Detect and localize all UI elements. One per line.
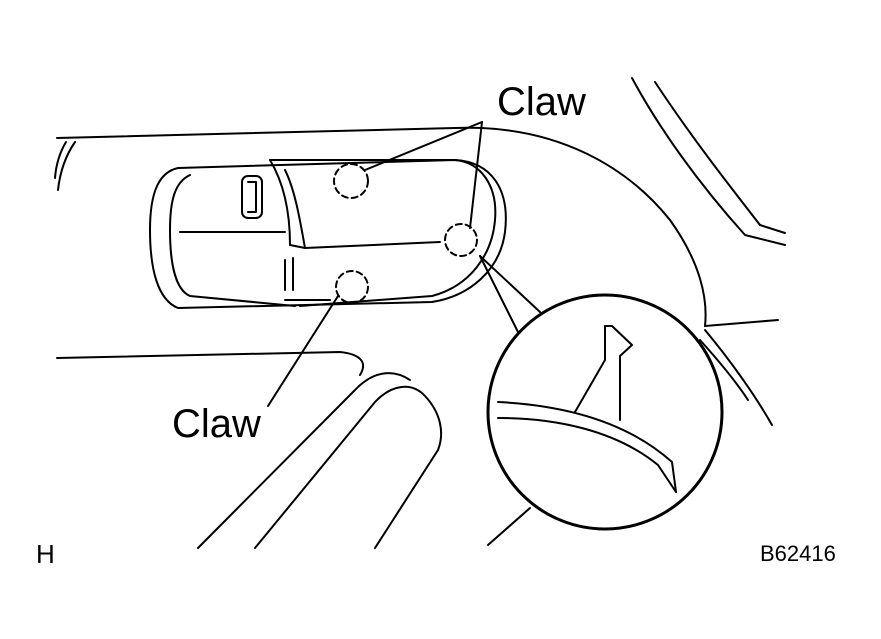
claw-label-top: Claw (497, 80, 586, 124)
armrest (197, 372, 443, 549)
claw-marker-right (444, 223, 478, 257)
section-letter: H (36, 539, 55, 569)
claw-label-bottom: Claw (172, 402, 261, 446)
inside-handle-bezel (149, 159, 507, 309)
claw-marker-lower (335, 270, 369, 304)
door-trim-panel (54, 126, 779, 426)
claw-markers (333, 163, 478, 304)
figure-code: B62416 (760, 541, 836, 566)
detail-circle (486, 293, 724, 531)
detail-callout (479, 255, 724, 546)
claw-marker-upper (333, 163, 369, 199)
window-frame (631, 77, 786, 246)
leader-lines (267, 121, 483, 407)
